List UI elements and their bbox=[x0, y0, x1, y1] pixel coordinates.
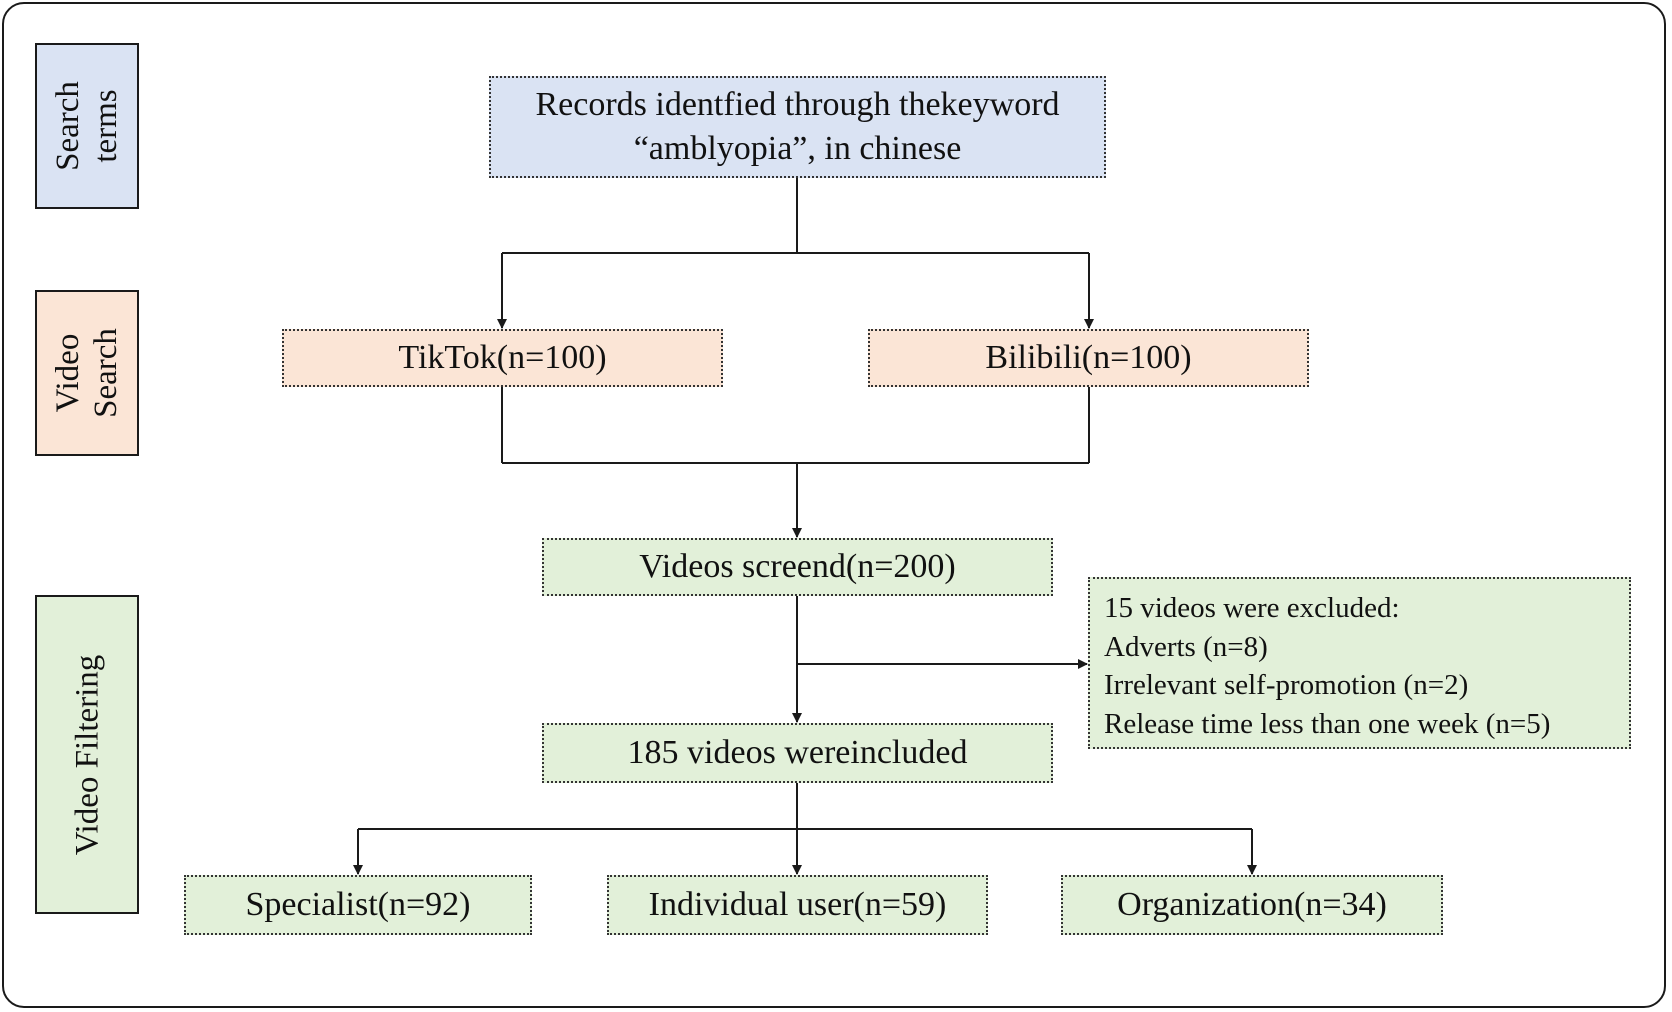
specialist-text: Specialist(n=92) bbox=[245, 886, 471, 923]
exclusion-item: Adverts (n=8) bbox=[1104, 630, 1268, 663]
records-identified-box: Records identfied through thekeyword “am… bbox=[489, 76, 1106, 178]
stage-search-terms: Search terms bbox=[35, 43, 139, 209]
bilibili-box: Bilibili(n=100) bbox=[868, 329, 1309, 387]
bilibili-text: Bilibili(n=100) bbox=[985, 339, 1192, 376]
stage-video-search: Video Search bbox=[35, 290, 139, 456]
individual-user-text: Individual user(n=59) bbox=[648, 886, 947, 923]
tiktok-box: TikTok(n=100) bbox=[282, 329, 723, 387]
individual-user-box: Individual user(n=59) bbox=[607, 875, 988, 935]
specialist-box: Specialist(n=92) bbox=[184, 875, 532, 935]
videos-included-box: 185 videos wereincluded bbox=[542, 723, 1053, 783]
exclusion-item: Irrelevant self-promotion (n=2) bbox=[1104, 669, 1469, 701]
records-identified-text: Records identfied through thekeyword “am… bbox=[535, 86, 1060, 167]
exclusion-box: 15 videos were excluded: Adverts (n=8) I… bbox=[1088, 577, 1631, 749]
exclusion-title: 15 videos were excluded: bbox=[1104, 592, 1400, 624]
organization-text: Organization(n=34) bbox=[1117, 886, 1387, 923]
videos-screened-text: Videos screend(n=200) bbox=[639, 548, 956, 585]
tiktok-text: TikTok(n=100) bbox=[398, 339, 607, 376]
organization-box: Organization(n=34) bbox=[1061, 875, 1443, 935]
videos-screened-box: Videos screend(n=200) bbox=[542, 538, 1053, 596]
exclusion-item: Release time less than one week (n=5) bbox=[1104, 707, 1551, 740]
stage-video-filtering: Video Filtering bbox=[35, 595, 139, 914]
videos-included-text: 185 videos wereincluded bbox=[627, 734, 968, 771]
